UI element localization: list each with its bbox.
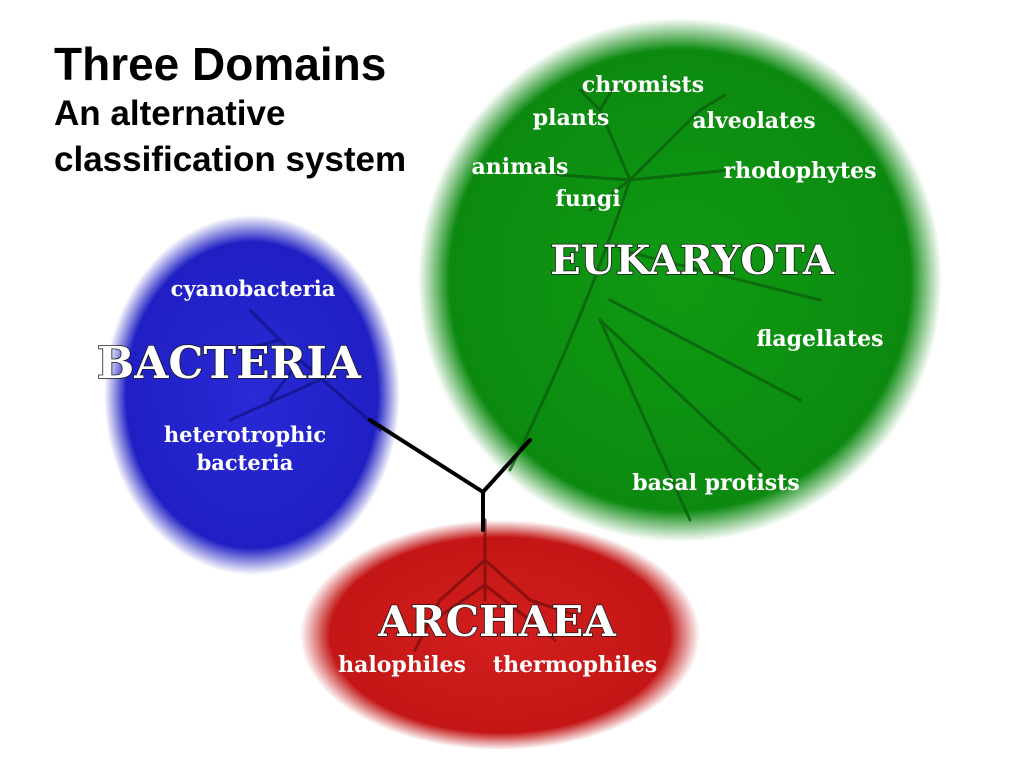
eukaryota-group-chromists: chromists <box>582 72 704 98</box>
archaea-blob <box>300 520 700 750</box>
bacteria-group-heterotrophic: heterotrophic <box>164 422 326 447</box>
bacteria-title: BACTERIA <box>97 338 362 389</box>
eukaryota-group-rhodophytes: rhodophytes <box>723 158 876 184</box>
subtitle-line-2: classification system <box>54 140 407 179</box>
eukaryota-group-basal-protists: basal protists <box>632 470 799 496</box>
archaea-title: ARCHAEA <box>377 597 617 646</box>
eukaryota-group-fungi: fungi <box>555 186 620 212</box>
eukaryota-group-alveolates: alveolates <box>692 108 815 134</box>
title-block: Three Domains An alternative classificat… <box>54 38 406 182</box>
root-tree <box>368 418 532 532</box>
bacteria-group-bacteria: bacteria <box>197 450 294 475</box>
archaea-group-thermophiles: thermophiles <box>493 652 657 678</box>
subtitle-line-1: An alternative <box>54 94 286 133</box>
bacteria-blob <box>104 215 400 575</box>
eukaryota-branches <box>508 83 822 522</box>
eukaryota-title: EUKARYOTA <box>550 237 835 284</box>
eukaryota-blob <box>418 18 942 542</box>
bacteria-branches <box>228 308 382 432</box>
eukaryota-group-animals: animals <box>472 154 569 180</box>
archaea-group-halophiles: halophiles <box>338 652 466 678</box>
eukaryota-group-flagellates: flagellates <box>756 326 883 352</box>
bacteria-group-cyanobacteria: cyanobacteria <box>171 276 336 301</box>
eukaryota-group-plants: plants <box>533 105 610 131</box>
archaea-branches <box>413 518 577 652</box>
page-title: Three Domains <box>54 38 387 90</box>
